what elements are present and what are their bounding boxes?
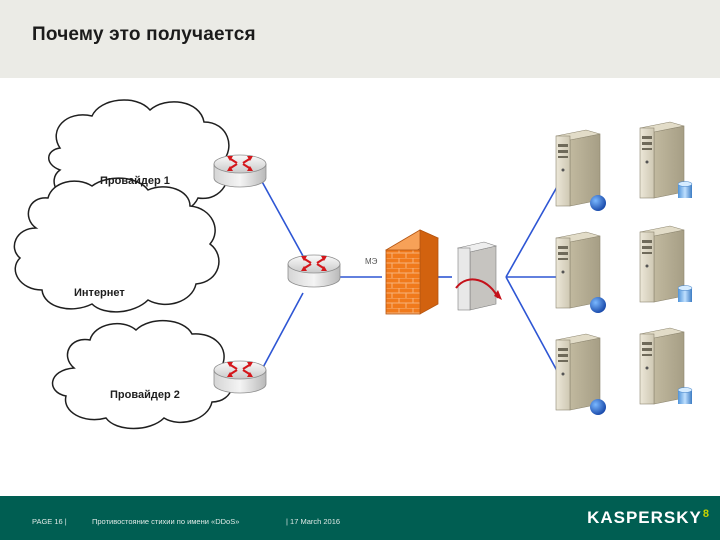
footer-subject: Противостояние стихии по имени «DDoS»: [92, 517, 240, 526]
server-3-2: [639, 327, 693, 405]
database-icon: [677, 285, 693, 302]
server-3-1: [555, 333, 606, 415]
network-diagram: МЭ: [13, 99, 693, 430]
footer-page: PAGE 16 |: [32, 517, 67, 526]
cloud-label-provider-2: Провайдер 2: [110, 389, 180, 401]
globe-icon: [590, 399, 606, 415]
database-icon: [677, 387, 693, 404]
globe-icon: [590, 297, 606, 313]
logo-text: KASPERSKY: [587, 508, 702, 527]
footer-bar: PAGE 16 | Противостояние стихии по имени…: [0, 496, 720, 540]
database-icon: [677, 181, 693, 198]
globe-icon: [590, 195, 606, 211]
server-2-1: [555, 231, 606, 313]
cloud-provider-2: [51, 319, 234, 430]
page-title: Почему это получается: [32, 24, 256, 45]
router-provider-1: [214, 155, 266, 187]
server-1-2: [639, 121, 693, 199]
cloud-internet: [13, 177, 220, 313]
network-links: [259, 177, 563, 381]
firewall-label: МЭ: [365, 257, 378, 266]
kaspersky-logo: KASPERSKY8: [587, 508, 710, 528]
cloud-label-provider-1: Провайдер 1: [100, 175, 170, 187]
gateway-server-icon: [455, 241, 502, 311]
server-2-2: [639, 225, 693, 303]
logo-mark: 8: [702, 508, 710, 520]
router-provider-2: [214, 361, 266, 393]
header-band: Почему это получается: [0, 0, 720, 78]
footer-date: | 17 March 2016: [286, 517, 341, 526]
cloud-label-internet: Интернет: [74, 287, 125, 299]
firewall-icon: [385, 229, 439, 315]
router-edge: [288, 255, 340, 287]
server-1-1: [555, 129, 606, 211]
